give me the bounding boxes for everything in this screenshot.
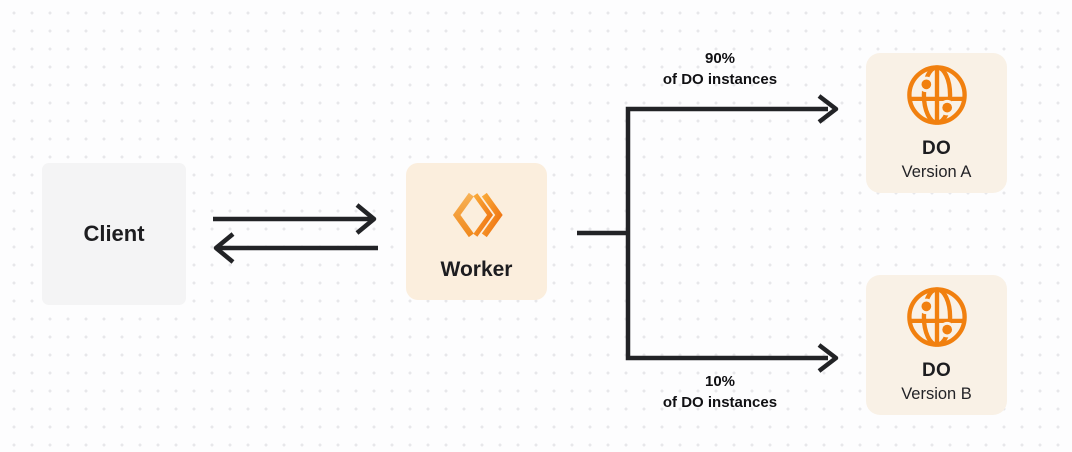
- request-arrow: [213, 203, 377, 235]
- do-b-subtitle: Version B: [901, 385, 972, 403]
- fork-connector: [577, 94, 839, 373]
- do-a-title: DO: [921, 138, 952, 159]
- globe-icon: [906, 287, 967, 347]
- do-b-title: DO: [921, 360, 952, 381]
- do-version-a-node: DO Version A: [866, 53, 1007, 193]
- branch-a-percent: 90%: [704, 50, 736, 67]
- do-version-b-node: DO Version B: [866, 275, 1007, 415]
- do-a-subtitle: Version A: [901, 163, 972, 181]
- branch-b-label: 10% of DO instances: [620, 371, 820, 413]
- workers-icon: [452, 192, 503, 237]
- branch-a-label: 90% of DO instances: [620, 48, 820, 90]
- client-label: Client: [83, 221, 145, 246]
- branch-b-caption: of DO instances: [662, 394, 778, 411]
- branch-b-arrowhead: [817, 343, 839, 373]
- branch-a-arrowhead: [817, 94, 839, 124]
- branch-b-percent: 10%: [704, 373, 736, 390]
- response-arrow: [213, 232, 378, 264]
- globe-icon: [906, 65, 967, 125]
- worker-node: Worker: [406, 163, 547, 300]
- client-node: Client: [42, 163, 186, 305]
- branch-a-caption: of DO instances: [662, 71, 778, 88]
- worker-label: Worker: [440, 257, 513, 281]
